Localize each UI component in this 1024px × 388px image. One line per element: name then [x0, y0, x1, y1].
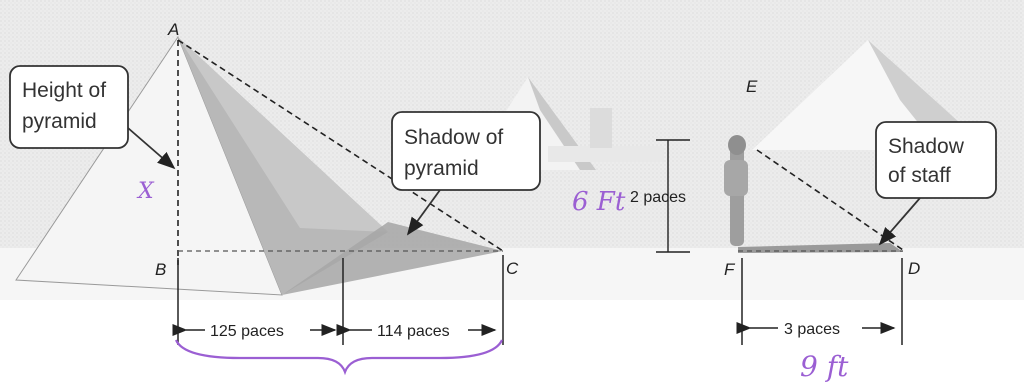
main-pyramid: [15, 35, 388, 296]
callout-height-line2: pyramid: [22, 110, 97, 133]
label-point-F: F: [724, 260, 736, 279]
callout-shadow-staff-line2: of staff: [888, 164, 951, 187]
staff-shadow: [738, 243, 903, 253]
label-point-B: B: [155, 260, 166, 279]
measure-2-paces: 2 paces: [630, 189, 686, 206]
measure-125-paces: 125 paces: [210, 323, 284, 340]
measure-3-paces: 3 paces: [784, 321, 840, 338]
callout-shadow-pyramid-box: [391, 111, 541, 191]
pyramid-shadow: [282, 222, 503, 295]
label-point-D: D: [908, 259, 920, 278]
staff-figure: [724, 135, 748, 246]
label-point-A: A: [167, 20, 179, 39]
label-point-C: C: [506, 259, 519, 278]
callout-shadow-pyramid-line2: pyramid: [404, 157, 479, 180]
callout-shadow-staff-line1: Shadow: [888, 135, 965, 158]
callout-shadow-pyramid-line1: Shadow of: [404, 126, 503, 149]
callout-height-line1: Height of: [22, 79, 106, 102]
label-point-E: E: [746, 77, 758, 96]
handwritten-x: X: [136, 179, 155, 204]
handwritten-brace: [174, 339, 504, 376]
callout-shadow-staff-box: [875, 121, 997, 199]
callout-height-box: [9, 65, 129, 149]
handwritten-9-ft: 9 ft: [800, 350, 849, 383]
handwritten-6-ft: 6 Ft: [572, 187, 626, 217]
sphinx: [548, 146, 664, 162]
ray-AC: [177, 39, 504, 252]
measure-114-paces: 114 paces: [377, 323, 450, 340]
